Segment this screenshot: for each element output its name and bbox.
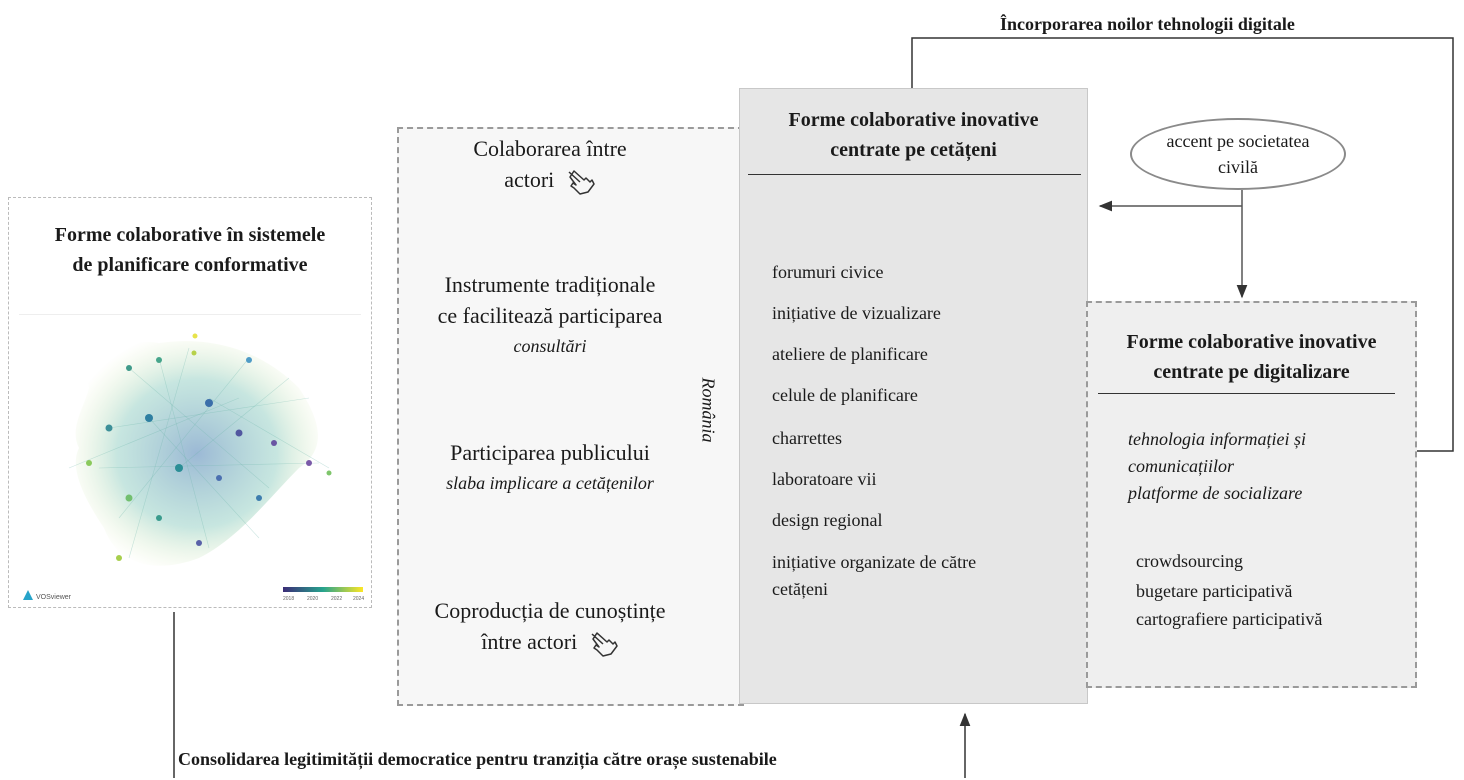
year-legend-bar xyxy=(283,587,363,592)
right-panel-divider xyxy=(1098,393,1395,394)
middle-item-public-participation: Participarea publicului slaba implicare … xyxy=(446,440,654,493)
center-item: cetățeni xyxy=(772,579,828,599)
right-italic-item: comunicațiilor xyxy=(1128,456,1234,476)
right-item: cartografiere participativă xyxy=(1136,609,1323,629)
vosviewer-brand: VOSviewer xyxy=(36,594,72,601)
right-italic-item: tehnologia informației și xyxy=(1128,429,1306,449)
center-item: forumuri civice xyxy=(772,262,884,282)
pointing-hand-icon xyxy=(568,170,595,195)
right-italic-item: platforme de socializare xyxy=(1128,483,1303,503)
left-panel: Forme colaborative în sistemele de plani… xyxy=(8,197,372,608)
center-item: design regional xyxy=(772,510,883,530)
top-connector-line xyxy=(911,37,1454,457)
center-item: charrettes xyxy=(772,428,842,448)
middle-item-traditional-tools: Instrumente tradiționale ce facilitează … xyxy=(437,272,663,356)
right-item: bugetare participativă xyxy=(1136,581,1293,601)
left-panel-divider xyxy=(19,314,361,315)
center-item: inițiative organizate de către xyxy=(772,552,977,572)
bottom-label: Consolidarea legitimității democratice p… xyxy=(178,749,777,769)
vosviewer-logo-icon xyxy=(23,590,33,600)
right-panel: Forme colaborative inovative centrate pe… xyxy=(1086,301,1417,688)
svg-text:2022: 2022 xyxy=(331,596,342,602)
svg-text:2020: 2020 xyxy=(307,596,318,602)
center-panel: Forme colaborative inovative centrate pe… xyxy=(739,88,1088,704)
top-label: Încorporarea noilor tehnologii digitale xyxy=(1000,14,1295,34)
network-map-image: 2018 2020 2022 2024 VOSviewer xyxy=(23,333,364,602)
civil-society-oval: accent pe societatea civilă xyxy=(1130,118,1346,190)
center-item: ateliere de planificare xyxy=(772,344,928,364)
center-item: celule de planificare xyxy=(772,385,918,405)
right-panel-title: Forme colaborative inovative centrate pe… xyxy=(1126,331,1377,383)
svg-text:2018: 2018 xyxy=(283,596,294,602)
left-panel-title: Forme colaborative în sistemele de plani… xyxy=(54,224,326,276)
middle-item-coproduction: Coproducția de cunoștințe între actori xyxy=(399,595,701,658)
romania-label: România xyxy=(698,377,719,443)
middle-item-collaboration: Colaborarea între actori xyxy=(399,133,701,196)
center-panel-divider xyxy=(748,174,1081,175)
right-item: crowdsourcing xyxy=(1136,551,1243,571)
middle-panel: Colaborarea între actori Instrumente tra… xyxy=(397,127,744,706)
center-panel-title: Forme colaborative inovative centrate pe… xyxy=(788,109,1039,161)
pointing-hand-icon xyxy=(591,632,618,657)
center-item: inițiative de vizualizare xyxy=(772,303,941,323)
svg-text:2024: 2024 xyxy=(353,596,364,602)
center-item: laboratoare vii xyxy=(772,469,877,489)
